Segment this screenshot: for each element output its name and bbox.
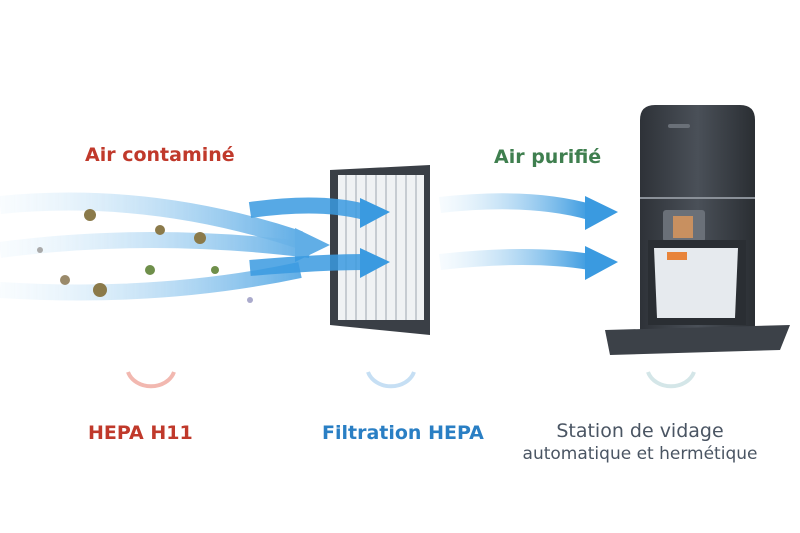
particles-icon (37, 209, 253, 303)
step3-label: Station de vidage automatique et herméti… (520, 420, 760, 464)
arc-icon (366, 371, 416, 389)
step1-label: HEPA H11 (88, 422, 193, 444)
purified-air-label: Air purifié (494, 146, 602, 168)
purified-airflow (439, 193, 618, 280)
docking-station-icon (605, 105, 790, 355)
step3-line2: automatique et hermétique (522, 444, 758, 464)
contaminated-air-label: Air contaminé (85, 144, 235, 166)
step3-line1: Station de vidage (556, 420, 724, 442)
arc-icon (646, 371, 696, 389)
contaminated-airflow (0, 192, 330, 301)
arc-icon (126, 371, 176, 389)
hepa-filter-icon (248, 165, 430, 335)
step2-label: Filtration HEPA (322, 422, 484, 444)
